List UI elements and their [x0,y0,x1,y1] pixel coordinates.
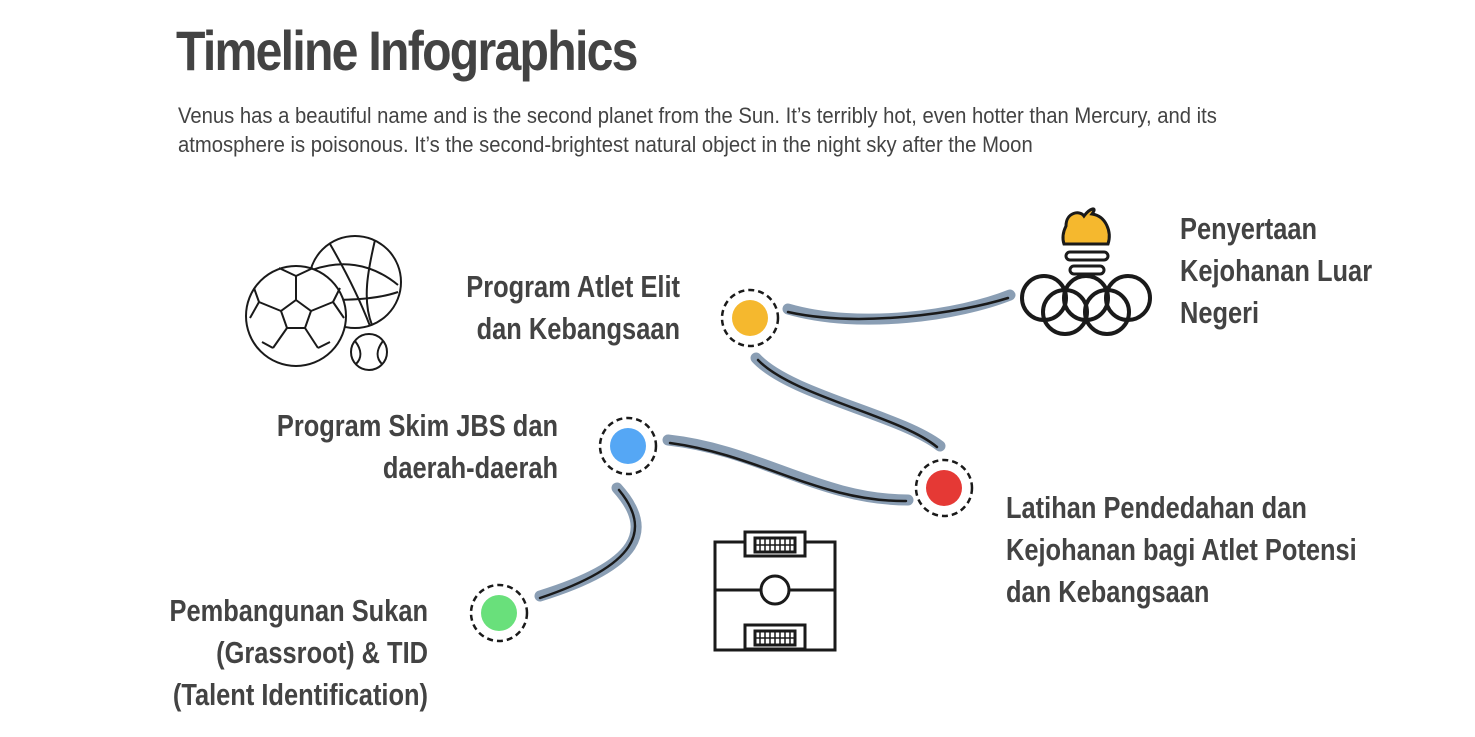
label-line: Negeri [1180,295,1260,330]
dot-fill-jbs [610,428,646,464]
label-line: Penyertaan [1180,211,1318,246]
milestone-dot-jbs [598,416,658,476]
path-segment-elit-to-luar-negeri [782,289,1016,325]
football-field-icon [713,530,837,652]
milestone-label-elit: Program Atlet Elit dan Kebangsaan [434,266,680,350]
timeline-path [534,289,1016,602]
dot-fill-latihan [926,470,962,506]
olympic-torch-rings-icon [1020,207,1152,336]
label-line: Pembangunan Sukan [169,593,428,628]
label-line: (Talent Identification) [172,677,428,712]
label-line: (Grassroot) & TID [216,635,428,670]
label-line: Latihan Pendedahan dan [1006,490,1307,525]
page-title: Timeline Infographics [176,19,638,82]
label-line: dan Kebangsaan [1006,574,1210,609]
path-segment-elit-to-latihan [750,352,946,452]
sports-balls-icon [245,235,402,371]
milestone-label-jbs: Program Skim JBS dan daerah-daerah [264,405,558,489]
milestone-dot-elit [720,288,780,348]
label-line: Program Skim JBS dan [276,408,558,443]
path-segment-jbs-to-latihan [662,434,914,506]
milestone-dot-latihan [914,458,974,518]
dot-fill-grassroot [481,595,517,631]
label-line: dan Kebangsaan [476,311,680,346]
label-line: Program Atlet Elit [466,269,680,304]
label-line: Kejohanan bagi Atlet Potensi [1006,532,1357,567]
dot-fill-elit [732,300,768,336]
path-segment-jbs-to-grassroot [534,482,642,602]
milestone-label-latihan: Latihan Pendedahan dan Kejohanan bagi At… [1006,487,1357,613]
label-line: Kejohanan Luar [1180,253,1373,288]
milestone-dot-grassroot [469,583,529,643]
label-line: daerah-daerah [382,450,558,485]
page-description: Venus has a beautiful name and is the se… [178,103,1217,157]
milestone-label-grassroot: Pembangunan Sukan (Grassroot) & TID (Tal… [126,590,428,716]
milestone-label-luar-negeri: Penyertaan Kejohanan Luar Negeri [1180,208,1372,334]
